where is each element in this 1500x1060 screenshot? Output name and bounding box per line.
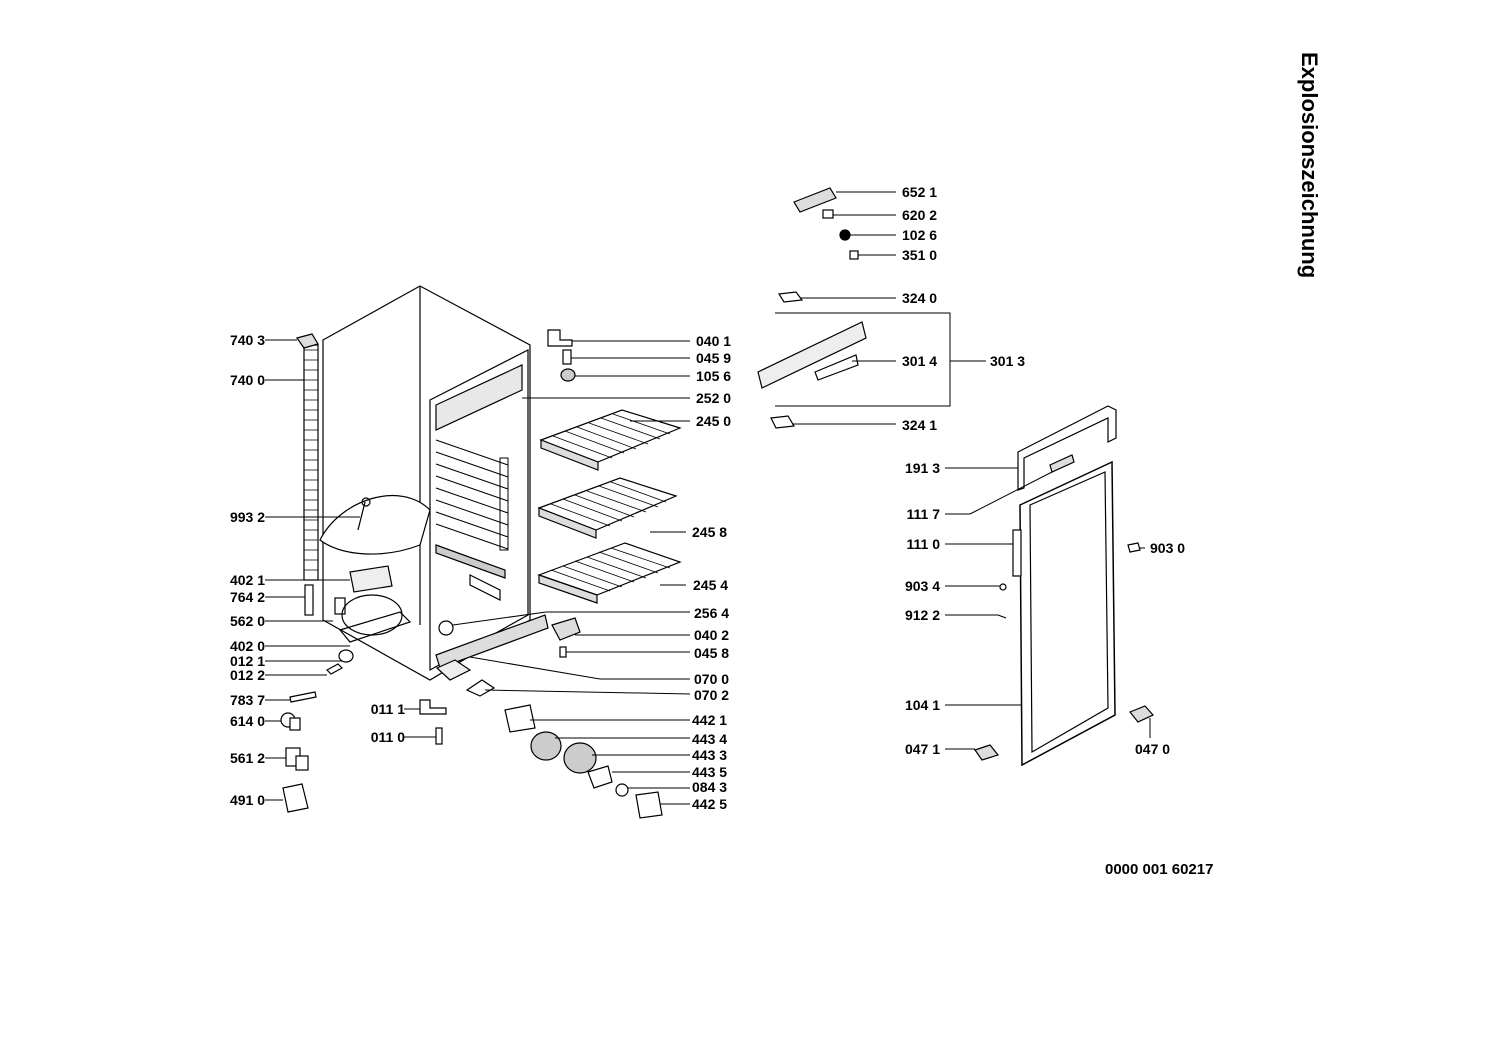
part-number-label: 111 7 <box>906 506 941 522</box>
part-number-label: 245 4 <box>693 577 729 593</box>
part-number-label: 783 7 <box>229 692 265 708</box>
diagram-title: Explosionszeichnung <box>1297 52 1322 279</box>
part-number-label: 102 6 <box>902 227 938 243</box>
part-number-label: 111 0 <box>906 536 941 552</box>
document-number: 0000 001 60217 <box>1105 861 1214 878</box>
part-number-label: 245 8 <box>692 524 728 540</box>
part-number-label: 324 1 <box>902 417 938 433</box>
part-number-label: 245 0 <box>696 413 732 429</box>
compressor-assembly <box>304 495 431 643</box>
part-number-label: 047 0 <box>1135 741 1171 757</box>
door-assembly <box>974 405 1154 767</box>
part-number-label: 070 0 <box>694 671 730 687</box>
part-number-label: 402 0 <box>229 638 265 654</box>
part-number-label: 045 9 <box>696 350 732 366</box>
part-number-label: 045 8 <box>694 645 730 661</box>
part-number-label: 104 1 <box>904 697 940 713</box>
part-number-label: 402 1 <box>229 572 265 588</box>
part-number-label: 561 2 <box>229 750 265 766</box>
part-number-label: 443 4 <box>692 731 728 747</box>
part-number-label: 301 4 <box>902 353 938 369</box>
part-number-label: 562 0 <box>229 613 265 629</box>
part-number-label: 047 1 <box>904 741 940 757</box>
part-number-label: 993 2 <box>229 509 265 525</box>
cabinet-body <box>322 285 549 681</box>
part-number-label: 912 2 <box>904 607 940 623</box>
part-number-label: 011 0 <box>370 729 405 745</box>
part-number-label: 256 4 <box>694 605 730 621</box>
part-number-label: 084 3 <box>692 779 728 795</box>
part-number-label: 442 5 <box>692 796 728 812</box>
top-right-parts <box>757 187 867 429</box>
part-number-label: 903 0 <box>1150 540 1186 556</box>
part-number-label: 620 2 <box>902 207 938 223</box>
part-number-label: 740 3 <box>229 332 265 348</box>
part-number-label: 011 1 <box>370 701 405 717</box>
part-number-label: 764 2 <box>229 589 265 605</box>
part-number-label: 012 2 <box>229 667 265 683</box>
part-number-label: 070 2 <box>694 687 730 703</box>
part-number-label: 903 4 <box>904 578 940 594</box>
small-parts <box>280 329 663 819</box>
leader-lines <box>265 191 1151 805</box>
part-number-label: 324 0 <box>902 290 938 306</box>
part-number-label: 040 1 <box>696 333 732 349</box>
part-number-label: 105 6 <box>696 368 732 384</box>
part-number-label: 614 0 <box>229 713 265 729</box>
part-number-label: 740 0 <box>229 372 265 388</box>
part-number-label: 040 2 <box>694 627 730 643</box>
part-number-label: 191 3 <box>904 460 940 476</box>
part-number-label: 252 0 <box>696 390 732 406</box>
part-number-label: 012 1 <box>229 653 265 669</box>
part-number-label: 301 3 <box>990 353 1026 369</box>
shelves <box>537 409 682 604</box>
condenser-coil <box>296 333 319 581</box>
part-number-label: 351 0 <box>902 247 938 263</box>
part-number-label: 443 3 <box>692 747 728 763</box>
part-number-label: 491 0 <box>229 792 265 808</box>
part-number-label: 443 5 <box>692 764 728 780</box>
part-number-label: 442 1 <box>692 712 728 728</box>
part-number-label: 652 1 <box>902 184 938 200</box>
